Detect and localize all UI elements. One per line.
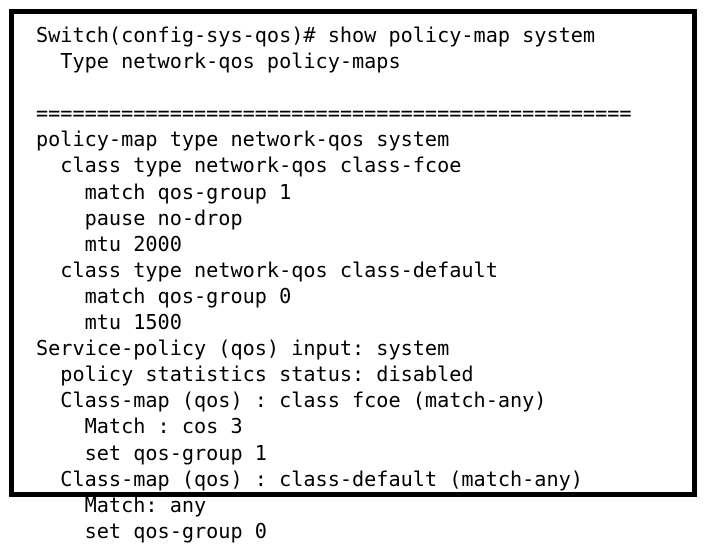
terminal-line: mtu 1500	[36, 310, 182, 335]
terminal-output[interactable]: Switch(config-sys-qos)# show policy-map …	[36, 22, 688, 543]
terminal-line: policy-map type network-qos system	[36, 127, 450, 152]
terminal-line: Class-map (qos) : class fcoe (match-any)	[36, 388, 547, 413]
terminal-line: mtu 2000	[36, 231, 182, 256]
terminal-line: Match: any	[36, 492, 207, 517]
terminal-line	[36, 74, 688, 100]
terminal-line: Type network-qos policy-maps	[36, 49, 401, 74]
terminal-line: set qos-group 1	[36, 440, 267, 465]
terminal-line: pause no-drop	[36, 205, 243, 230]
terminal-line: match qos-group 1	[36, 179, 292, 204]
terminal-line: Match : cos 3	[36, 414, 243, 439]
terminal-line: Class-map (qos) : class-default (match-a…	[36, 466, 583, 491]
terminal-line: class type network-qos class-default	[36, 257, 498, 282]
terminal-line: Switch(config-sys-qos)# show policy-map …	[36, 23, 596, 47]
terminal-line: policy statistics status: disabled	[36, 362, 474, 387]
terminal-line: match qos-group 0	[36, 283, 292, 308]
terminal-line: class type network-qos class-fcoe	[36, 153, 462, 178]
terminal-window-frame: Switch(config-sys-qos)# show policy-map …	[9, 9, 697, 543]
terminal-line: Service-policy (qos) input: system	[36, 336, 450, 361]
terminal-separator-line: ========================================…	[36, 101, 632, 126]
terminal-line: set qos-group 0	[36, 518, 267, 543]
